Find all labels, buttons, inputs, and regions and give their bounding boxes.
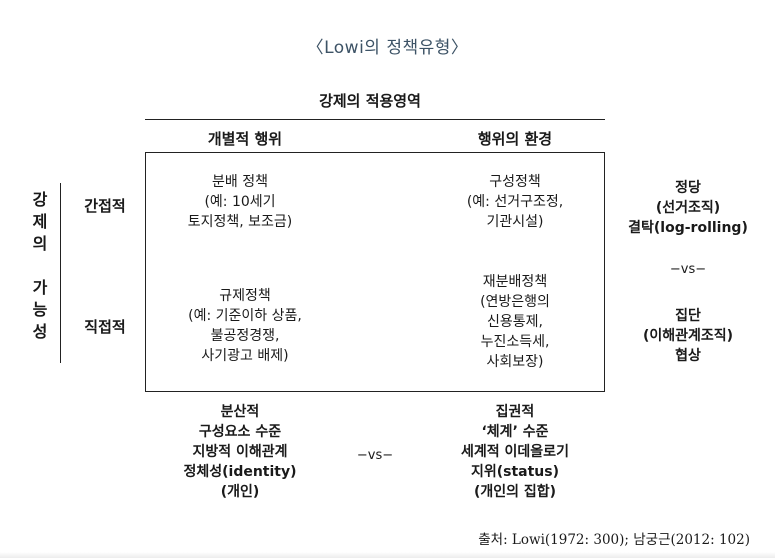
right-label-party: 정당 (선거조직) 결탁(log-rolling) [628,180,748,236]
top-axis-title: 강제의 적용영역 [319,92,421,110]
right-label-group: 집단 (이해관계조직) 협상 [642,308,734,364]
left-axis-char: 가 [32,278,48,297]
left-axis-char: 강 [32,190,48,209]
left-axis-gap [30,255,50,277]
source-citation: 출처: Lowi(1972: 300); 남궁근(2012: 102) [478,532,750,548]
cell-regulatory-policy: 규제정책 (예: 기준이하 상품, 불공정경쟁, 사기광고 배제) [188,288,302,364]
cell-distributive-policy: 분배 정책 (예: 10세기 토지정책, 보조금) [187,174,293,230]
cell-redistributive-policy: 재분배정책 (연방은행의 신용통제, 누진소득세, 사회보장) [480,274,550,370]
page-edge-shadow [0,552,775,558]
row-label-direct: 직접적 [84,318,126,336]
bottom-vs-label: −vs− [356,448,394,463]
policy-type-matrix [145,152,605,392]
left-axis-char: 능 [32,300,48,319]
left-axis-char: 의 [32,234,48,253]
left-axis-char: 성 [32,322,48,341]
cell-constituent-policy: 구성정책 (예: 선거구조정, 기관시설) [466,174,564,230]
row-label-indirect: 간접적 [84,197,126,215]
left-axis-line [60,183,61,363]
column-header-individual: 개별적 행위 [207,130,283,148]
column-header-environment: 행위의 환경 [477,130,553,148]
left-axis-char: 제 [32,212,48,231]
left-axis-title: 강 제 의 가 능 성 [30,189,50,343]
bottom-label-decentralized: 분산적 구성요소 수준 지방적 이해관계 정체성(identity) (개인) [183,404,297,500]
figure-title: 〈Lowi의 정책유형〉 [306,38,469,58]
bottom-label-centralized: 집권적 ‘체계’ 수준 세계적 이데올로기 지위(status) (개인의 집합… [461,404,569,500]
right-vs-label: −vs− [669,262,707,277]
top-axis-line [145,119,605,120]
